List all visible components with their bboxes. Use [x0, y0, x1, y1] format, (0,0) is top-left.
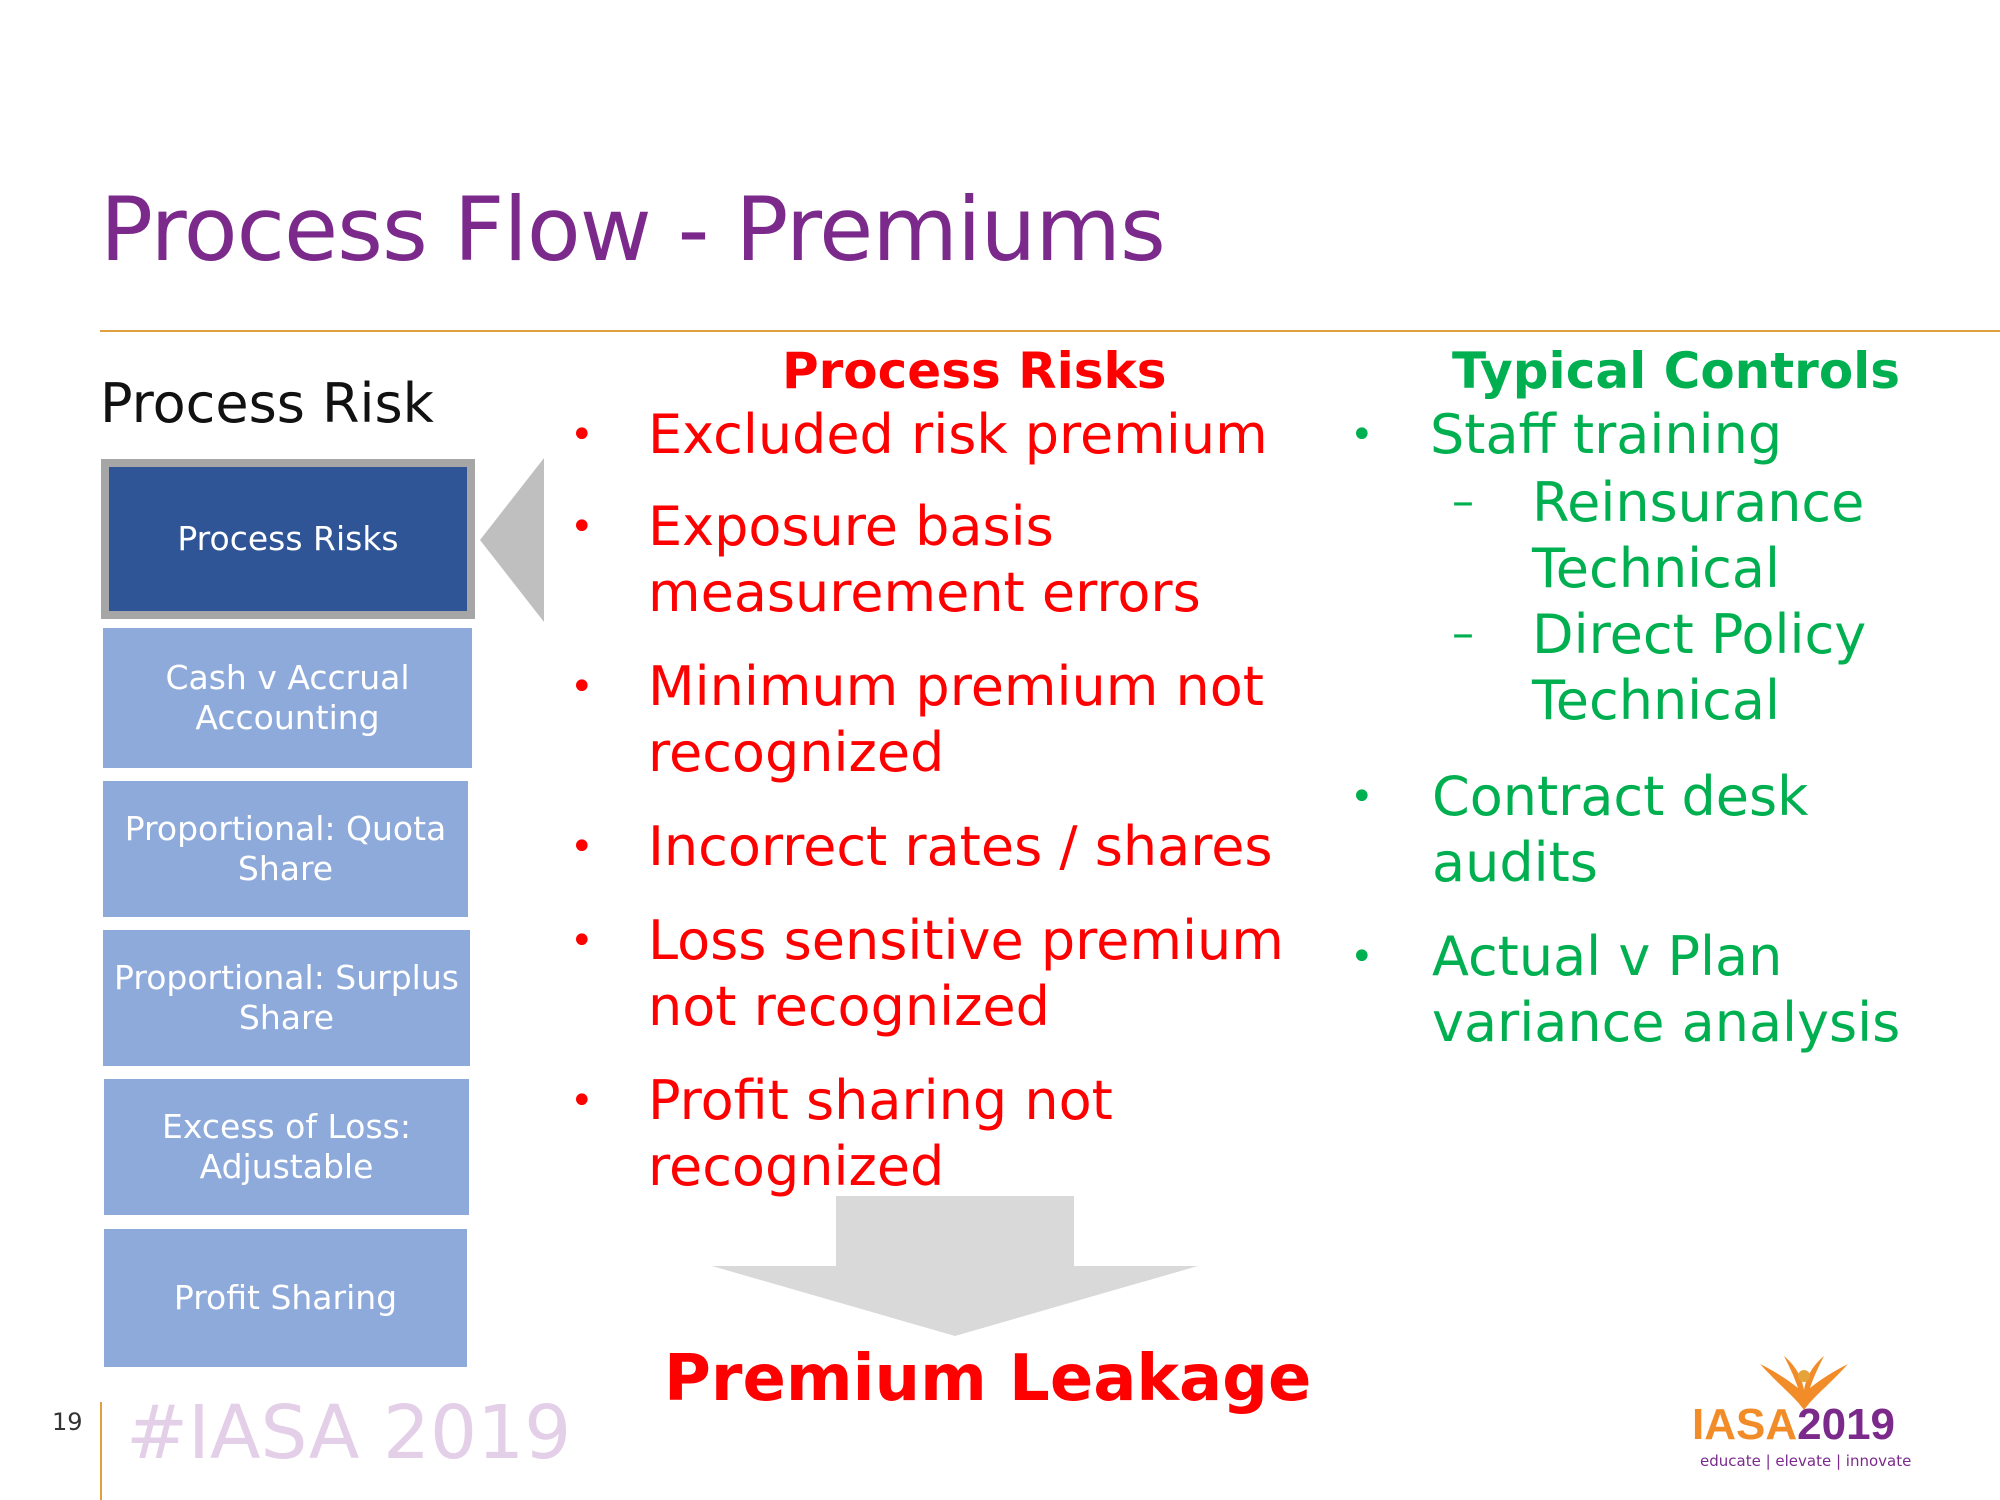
control-subtext: Direct Policy Technical	[1532, 603, 1867, 732]
logo-wordmark: IASA2019	[1692, 1400, 1895, 1450]
sidebar-heading: Process Risk	[100, 372, 434, 435]
risk-text: Profit sharing not recognized	[648, 1069, 1113, 1198]
bullet-icon: •	[1350, 412, 1374, 458]
step-label: Proportional: Surplus Share	[114, 958, 459, 1037]
outcome-label: Premium Leakage	[664, 1342, 1312, 1416]
bullet-icon: •	[570, 664, 594, 710]
bullet-icon: •	[570, 1078, 594, 1124]
controls-heading: Typical Controls	[1452, 342, 1901, 400]
step-label: Excess of Loss: Adjustable	[162, 1107, 411, 1186]
footer-divider	[100, 1402, 102, 1500]
step-label: Proportional: Quota Share	[124, 809, 447, 888]
logo-word-year: 2019	[1797, 1400, 1896, 1449]
logo-tagline: educate | elevate | innovate	[1700, 1452, 1912, 1470]
step-label: Cash v Accrual Accounting	[165, 658, 410, 737]
risk-text: Minimum premium not recognized	[648, 655, 1264, 784]
control-text: Actual v Plan variance analysis	[1432, 925, 1901, 1054]
step-process-risks: Process Risks	[101, 459, 475, 619]
bullet-icon: •	[1350, 934, 1374, 980]
bullet-icon: •	[570, 918, 594, 964]
dash-icon: –	[1452, 476, 1474, 527]
bullet-icon: •	[570, 504, 594, 550]
control-text: Contract desk audits	[1432, 765, 1809, 894]
risk-text: Incorrect rates / shares	[648, 815, 1273, 878]
down-arrow-icon	[712, 1196, 1198, 1336]
risk-text: Excluded risk premium	[648, 403, 1268, 466]
event-hashtag: #IASA 2019	[126, 1390, 572, 1476]
step-profit-sharing: Profit Sharing	[104, 1229, 467, 1367]
step-surplus-share: Proportional: Surplus Share	[103, 930, 470, 1066]
bullet-icon: •	[1350, 774, 1374, 820]
step-label: Profit Sharing	[173, 1278, 398, 1317]
phoenix-icon	[1760, 1356, 1848, 1410]
dash-icon: –	[1452, 608, 1474, 659]
step-cash-v-accrual: Cash v Accrual Accounting	[103, 628, 472, 768]
step-excess-of-loss: Excess of Loss: Adjustable	[104, 1079, 469, 1215]
risks-heading: Process Risks	[782, 342, 1167, 400]
step-label: Process Risks	[177, 519, 399, 558]
slide-title: Process Flow - Premiums	[100, 178, 1166, 281]
page-number: 19	[52, 1408, 83, 1436]
control-text: Staff training	[1430, 403, 1783, 466]
bullet-icon: •	[570, 412, 594, 458]
iasa-logo: IASA2019 educate | elevate | innovate	[1692, 1352, 1924, 1470]
risk-text: Exposure basis measurement errors	[648, 495, 1201, 624]
control-subtext: Reinsurance Technical	[1532, 471, 1865, 600]
pointer-arrow-icon	[480, 458, 544, 622]
logo-word-iasa: IASA	[1692, 1400, 1798, 1449]
step-quota-share: Proportional: Quota Share	[103, 781, 468, 917]
risk-text: Loss sensitive premium not recognized	[648, 909, 1284, 1038]
bullet-icon: •	[570, 824, 594, 870]
title-divider	[100, 330, 2000, 332]
